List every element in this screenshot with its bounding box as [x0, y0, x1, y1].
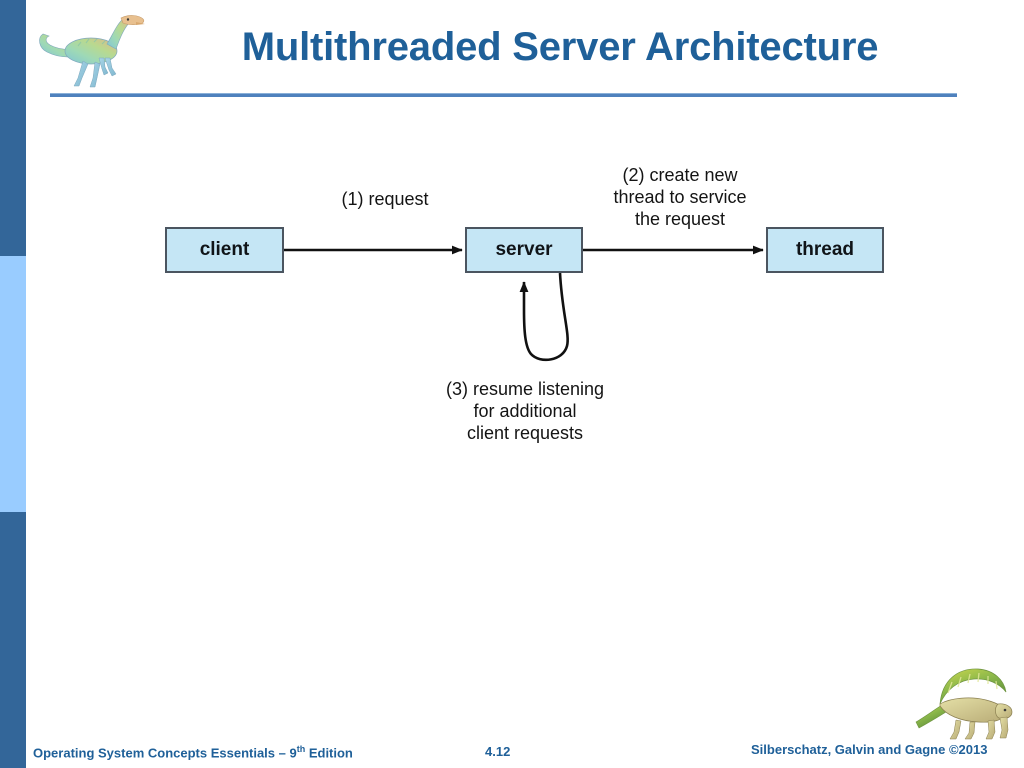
diagram-label-step1: (1) request — [341, 189, 429, 209]
dinosaur-ornithomimid-icon — [39, 15, 145, 88]
diagram-node-client[interactable]: client — [165, 227, 284, 273]
edge-server-self-loop — [519, 272, 569, 362]
sidebar-segment-middle — [0, 256, 26, 512]
diagram-node-server[interactable]: server — [465, 227, 583, 273]
footer-book-prefix: Operating System Concepts Essentials – 9 — [33, 745, 297, 761]
footer-page-number: 4.12 — [485, 744, 511, 759]
footer-copyright: Silberschatz, Galvin and Gagne ©2013 — [751, 742, 988, 757]
sidebar-segment-bottom — [0, 512, 26, 768]
diagram-label-step3: (3) resume listening for additional clie… — [445, 379, 605, 443]
dinosaur-dimetrodon-icon — [915, 668, 1013, 740]
title-divider — [50, 93, 957, 97]
diagram-node-thread[interactable]: thread — [766, 227, 884, 273]
sidebar-segment-top — [0, 0, 26, 256]
footer-book-suffix: Edition — [305, 745, 353, 761]
footer-book-title: Operating System Concepts Essentials – 9… — [33, 744, 353, 760]
footer-book-ordinal: th — [296, 744, 306, 754]
diagram-label-step2: (2) create new thread to service the req… — [613, 165, 747, 229]
page-title: Multithreaded Server Architecture — [241, 24, 879, 69]
